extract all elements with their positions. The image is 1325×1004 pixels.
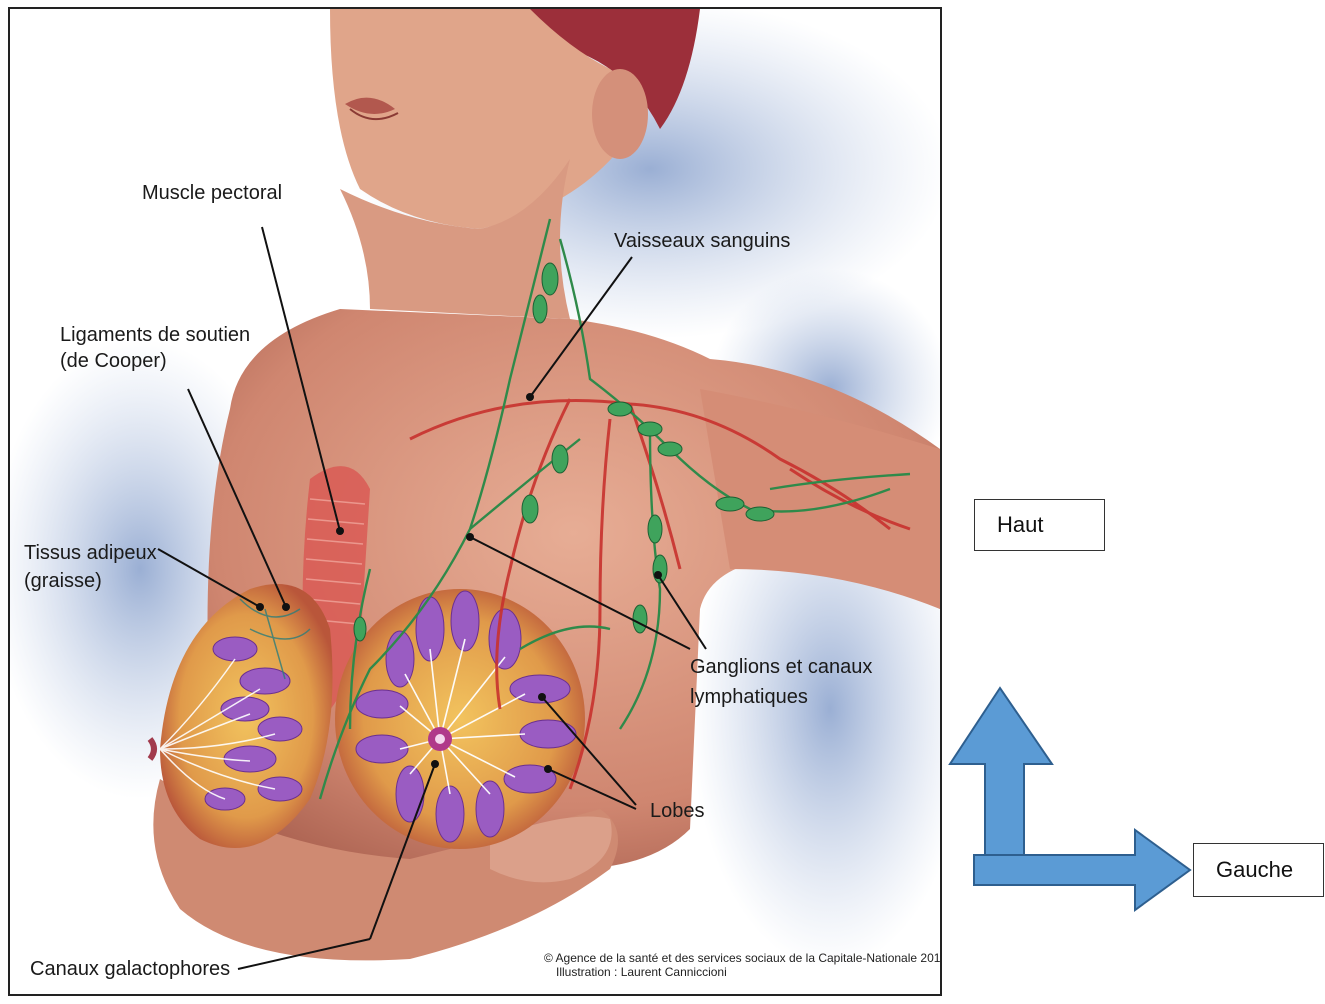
orientation-arrows [940, 680, 1200, 940]
arrow-up-icon [950, 688, 1052, 860]
breast-anatomy-illustration [10, 9, 942, 996]
orientation-label-gauche: Gauche [1216, 857, 1293, 883]
label-ligaments-line1: Ligaments de soutien [60, 323, 250, 347]
label-tissus-line2: (graisse) [24, 569, 102, 593]
orientation-box-haut: Haut [974, 499, 1105, 551]
label-ganglions-line1: Ganglions et canaux [690, 655, 872, 679]
label-tissus-line1: Tissus adipeux [24, 541, 157, 565]
label-muscle-pectoral: Muscle pectoral [142, 181, 282, 205]
credit-line2: Illustration : Laurent Canniccioni [556, 965, 727, 979]
label-vaisseaux-sanguins: Vaisseaux sanguins [614, 229, 790, 253]
breast-frontal-view [335, 589, 585, 849]
label-ganglions-line2: lymphatiques [690, 685, 808, 709]
orientation-box-gauche: Gauche [1193, 843, 1324, 897]
label-ligaments-line2: (de Cooper) [60, 349, 167, 373]
label-lobes: Lobes [650, 799, 705, 823]
credit-line1: © Agence de la santé et des services soc… [544, 951, 942, 965]
anatomy-illustration-frame: Muscle pectoral Vaisseaux sanguins Ligam… [8, 7, 942, 996]
label-canaux-galactophores: Canaux galactophores [30, 957, 230, 981]
orientation-label-haut: Haut [997, 512, 1043, 538]
